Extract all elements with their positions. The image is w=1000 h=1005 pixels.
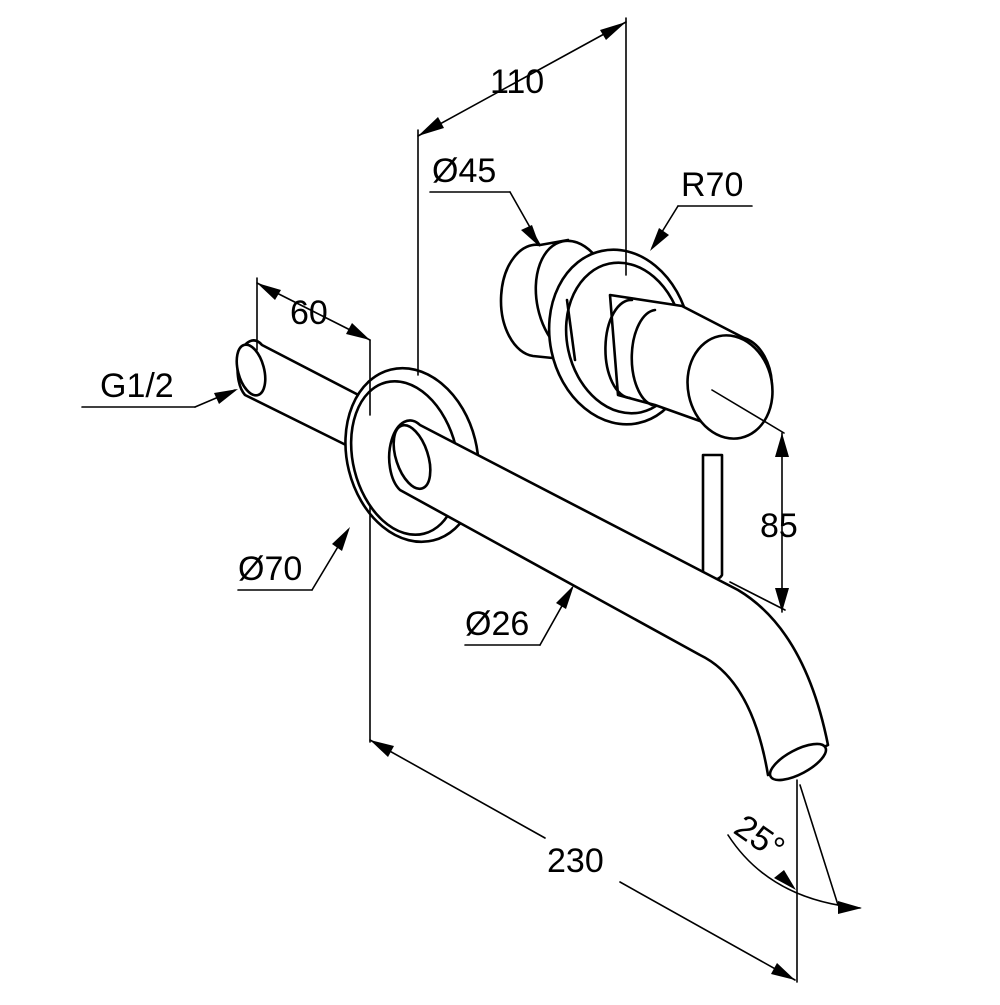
dimension-110: 110: [417, 21, 627, 137]
dimension-diameter-26: Ø26: [464, 585, 574, 646]
dimension-230: 230: [369, 739, 796, 981]
label-110: 110: [490, 63, 544, 101]
dimension-angle-25: 25°: [727, 807, 862, 914]
label-radius-70: R70: [681, 166, 743, 204]
dimension-thread-g12: G1/2: [81, 367, 238, 408]
lever-handle: [701, 453, 724, 582]
dimension-diameter-70: Ø70: [237, 527, 350, 591]
label-85: 85: [760, 507, 798, 545]
label-230: 230: [547, 842, 604, 880]
extension-lines: [256, 17, 839, 983]
dimension-diameter-45: Ø45: [429, 152, 541, 247]
dimension-radius-70: R70: [650, 166, 753, 251]
label-60: 60: [290, 294, 328, 332]
spout: [387, 419, 830, 782]
label-diameter-70: Ø70: [238, 550, 302, 588]
dimension-85: 85: [760, 432, 798, 613]
label-diameter-45: Ø45: [432, 152, 496, 190]
label-diameter-26: Ø26: [465, 605, 529, 643]
label-thread-g12: G1/2: [100, 367, 174, 405]
dimension-60: 60: [256, 282, 371, 341]
label-angle-25: 25°: [727, 807, 791, 868]
